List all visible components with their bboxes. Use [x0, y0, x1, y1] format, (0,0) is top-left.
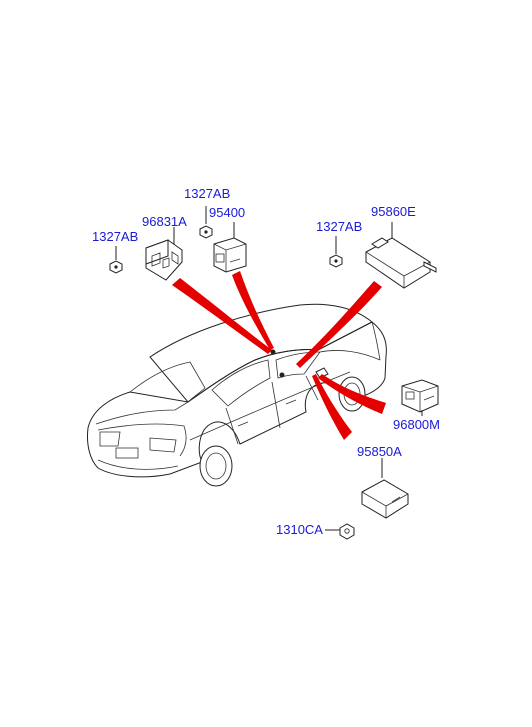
leader-band-95400	[232, 271, 274, 350]
leader-band-95860e	[296, 281, 382, 368]
module-95860e-drawing	[365, 222, 437, 289]
leader-bands	[172, 271, 386, 440]
module-95400-drawing	[213, 222, 247, 273]
part-label-96800m: 96800M	[393, 417, 440, 432]
part-label-95400: 95400	[209, 205, 246, 220]
part-label-1327ab-c: 1327AB	[316, 219, 363, 234]
part-label-1310ca: 1310CA	[276, 522, 323, 537]
leader-band-95850a	[312, 374, 352, 440]
part-label-1327ab-a: 1327AB	[92, 229, 139, 244]
part-label-96831a: 96831A	[142, 214, 187, 229]
bolt-1327ab-c-drawing	[329, 236, 343, 268]
switch-96831a-drawing	[145, 227, 183, 281]
switch-96800m-drawing	[401, 379, 439, 416]
part-label-1327ab-b: 1327AB	[184, 186, 231, 201]
bolt-1327ab-a-drawing	[109, 246, 123, 274]
nut-1310ca-drawing	[325, 523, 355, 540]
bolt-1327ab-b-drawing	[199, 206, 213, 239]
part-label-95860e: 95860E	[371, 204, 416, 219]
leader-band-96800m	[318, 374, 386, 414]
leader-band-96831a	[172, 278, 272, 354]
module-95850a-drawing	[361, 458, 409, 519]
part-label-95850a: 95850A	[357, 444, 402, 459]
